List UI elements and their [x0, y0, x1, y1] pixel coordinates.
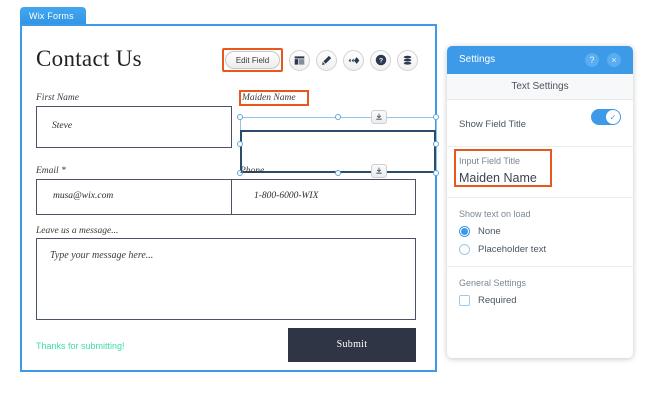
section-show-text-on-load: Show text on load None Placeholder text [447, 198, 633, 267]
edit-field-button[interactable]: Edit Field [225, 51, 280, 69]
field-label-message: Leave us a message... [36, 226, 119, 236]
tab-label: Wix Forms [29, 11, 74, 21]
field-label-email: Email * [36, 166, 66, 176]
tab-wix-forms[interactable]: Wix Forms [20, 7, 86, 26]
selection-handle-top-right[interactable] [433, 114, 439, 120]
selection-handle-top-center[interactable] [335, 114, 341, 120]
input-field-title-label: Input Field Title [459, 156, 521, 166]
field-input-email[interactable] [36, 179, 232, 215]
toggle-knob-check-icon: ✓ [606, 110, 620, 124]
show-field-title-label: Show Field Title [459, 119, 527, 130]
selection-handle-bottom-left[interactable] [237, 170, 243, 176]
radio-label-none: None [478, 226, 501, 237]
radio-icon-none [459, 226, 470, 237]
radio-option-placeholder-text[interactable]: Placeholder text [459, 244, 621, 255]
checkbox-label-required: Required [478, 295, 517, 306]
field-value-phone: 1-800-6000-WIX [254, 191, 319, 201]
selection-handle-bottom-center[interactable] [335, 170, 341, 176]
tab-bar: Wix Forms [0, 0, 648, 26]
submit-success-message: Thanks for submitting! [36, 341, 125, 351]
edit-field-highlight: Edit Field [222, 48, 283, 72]
help-icon[interactable]: ? [585, 53, 599, 67]
selection-handle-top-left[interactable] [237, 114, 243, 120]
section-show-field-title: Show Field Title ✓ [447, 100, 633, 147]
page-title: Contact Us [36, 46, 142, 71]
help-icon[interactable]: ? [370, 49, 391, 71]
show-field-title-toggle[interactable]: ✓ [591, 109, 621, 125]
form-canvas: Contact Us Edit Field ? [20, 24, 439, 372]
field-label-first-name: First Name [36, 93, 80, 103]
settings-panel-header: Settings ? × [447, 46, 633, 74]
field-placeholder-message: Type your message here... [50, 250, 154, 261]
field-selection-frame [237, 110, 439, 178]
general-settings-label: General Settings [459, 278, 527, 288]
checkbox-icon-required [459, 295, 470, 306]
settings-subheader: Text Settings [447, 74, 633, 100]
design-pencil-icon[interactable] [316, 49, 337, 71]
submit-button[interactable]: Submit [288, 328, 416, 362]
section-input-field-title: Input Field Title Maiden Name [447, 147, 633, 198]
radio-option-none[interactable]: None [459, 226, 621, 237]
svg-text:?: ? [378, 58, 382, 65]
close-icon[interactable]: × [607, 53, 621, 67]
field-input-message[interactable] [36, 238, 416, 320]
anchor-icon-top[interactable] [371, 110, 387, 124]
animation-icon[interactable] [343, 49, 364, 71]
radio-icon-placeholder-text [459, 244, 470, 255]
radio-label-placeholder-text: Placeholder text [478, 244, 547, 255]
section-general-settings: General Settings Required [447, 267, 633, 317]
field-input-maiden-name[interactable] [240, 130, 436, 173]
field-value-email: musa@wix.com [53, 191, 114, 201]
anchor-icon-bottom[interactable] [371, 164, 387, 178]
field-input-first-name[interactable] [36, 106, 232, 148]
layout-icon[interactable] [289, 49, 310, 71]
show-text-on-load-label: Show text on load [459, 209, 531, 219]
field-toolbar: Edit Field ? [222, 48, 418, 72]
selection-handle-middle-right[interactable] [433, 141, 439, 147]
field-label-phone: Phone [240, 166, 265, 176]
field-value-first-name: Steve [52, 121, 73, 131]
field-label-maiden-name: Maiden Name [242, 93, 296, 103]
settings-panel: Settings ? × Text Settings Show Field Ti… [447, 46, 633, 358]
selection-handle-middle-left[interactable] [237, 141, 243, 147]
field-input-phone[interactable] [231, 179, 416, 215]
selection-handle-bottom-right[interactable] [433, 170, 439, 176]
checkbox-option-required[interactable]: Required [459, 295, 621, 306]
database-icon[interactable] [397, 49, 418, 71]
input-field-title-value[interactable]: Maiden Name [459, 171, 537, 185]
settings-title: Settings [459, 54, 496, 65]
